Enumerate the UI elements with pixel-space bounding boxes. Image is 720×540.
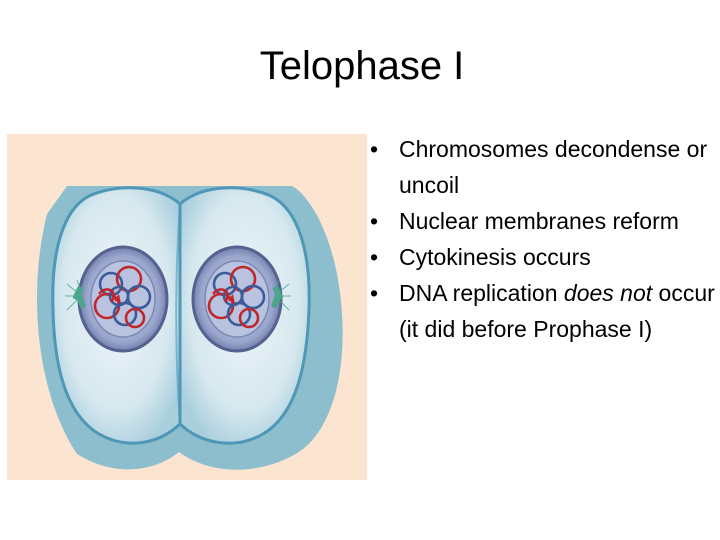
slide-title: Telophase I — [259, 44, 465, 88]
left-chromosomes — [93, 265, 152, 329]
bullet-marker: • — [370, 280, 379, 306]
cleavage-furrow — [175, 205, 181, 425]
bullet-item: • Nuclear membranes reform — [370, 203, 715, 239]
bullet-marker: • — [370, 244, 379, 270]
left-nucleus — [77, 245, 169, 353]
bullet-text-start: DNA replication — [399, 280, 564, 306]
right-nucleus — [191, 245, 283, 353]
bullet-item: • DNA replication does not occur (it did… — [370, 275, 715, 347]
bullet-item: • Cytokinesis occurs — [370, 239, 715, 275]
bullet-text: Nuclear membranes reform — [399, 208, 679, 234]
bullet-item: • Chromosomes decondense or uncoil — [370, 131, 715, 203]
bullet-list: • Chromosomes decondense or uncoil • Nuc… — [370, 131, 715, 347]
bullet-marker: • — [370, 136, 379, 162]
bullet-text-emphasis: does not — [563, 280, 653, 306]
telophase-illustration — [7, 134, 367, 480]
bullet-text: Chromosomes decondense or uncoil — [399, 136, 708, 198]
right-centromere-marker — [228, 294, 235, 304]
right-chromosomes — [207, 265, 266, 329]
left-centromere-marker — [114, 294, 121, 304]
bullet-marker: • — [370, 208, 379, 234]
bullet-text-end: occur (it did before Prophase I) — [399, 280, 715, 342]
left-centrosome — [65, 279, 86, 311]
bullet-text: Cytokinesis occurs — [399, 244, 591, 270]
right-centrosome — [271, 279, 291, 311]
